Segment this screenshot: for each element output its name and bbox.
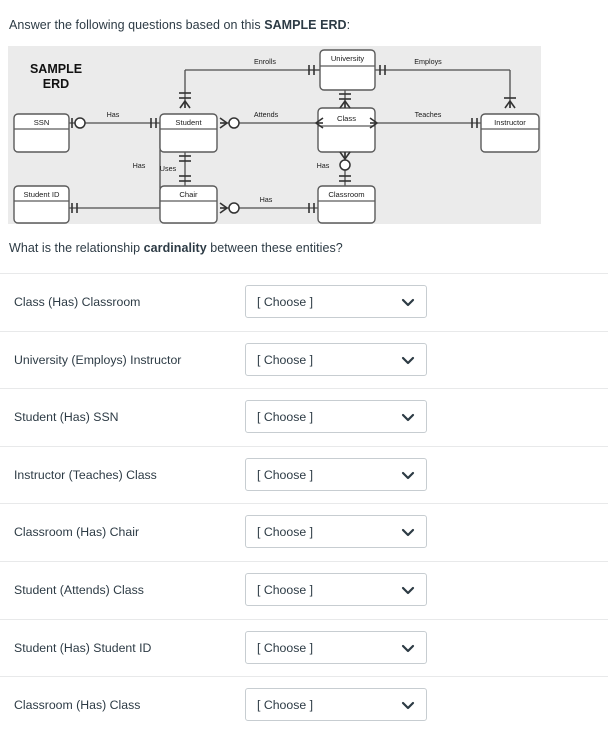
erd-cardinality-student-uses [179, 155, 191, 162]
cardinality-select-class-has-classroom[interactable]: [ Choose ] [245, 285, 427, 318]
answer-row-label: Instructor (Teaches) Class [14, 467, 157, 482]
erd-relationship-label: Teaches [415, 110, 442, 119]
erd-title-line-2: ERD [42, 77, 70, 91]
erd-diagram-panel: SAMPLE ERD .ebox { fill:#ffffff; stroke:… [8, 46, 541, 224]
answer-row-label: Classroom (Has) Chair [14, 525, 140, 540]
erd-relationship-label: Has [133, 161, 146, 170]
cardinality-select-value: [ Choose ] [257, 582, 314, 597]
erd-cardinality-class-attends [314, 117, 324, 129]
cardinality-select-classroom-has-chair[interactable]: [ Choose ] [245, 515, 427, 549]
answer-row: Student (Attends) Class [ Choose ] [0, 560, 608, 619]
erd-cardinality-university-class [339, 93, 351, 100]
erd-relationship-label: Has [260, 195, 273, 204]
cardinality-select-student-attends-class[interactable]: [ Choose ] [245, 572, 427, 606]
erd-cardinality-university-enrolls [308, 65, 315, 75]
intro-text-before: Answer the following questions based on … [9, 18, 265, 32]
cardinality-emphasis: cardinality [143, 241, 207, 255]
intro-text-after: : [346, 18, 351, 32]
erd-entity-label: Classroom [328, 190, 364, 199]
erd-entity-label: Student ID [24, 190, 60, 199]
erd-entity-label: Class [337, 114, 356, 123]
erd-entity-ssn: SSN [13, 113, 70, 153]
erd-cardinality-student-attends [219, 117, 240, 129]
erd-cardinality-student-has-ssn [150, 118, 157, 128]
answer-row: Student (Has) SSN [ Choose ] [0, 388, 608, 446]
cardinality-select-student-has-student-id[interactable]: [ Choose ] [245, 630, 427, 664]
cardinality-select-instructor-teaches-class[interactable]: [ Choose ] [245, 457, 427, 491]
answer-row-label: Student (Has) Student ID [14, 640, 152, 655]
chevron-down-icon [401, 584, 415, 597]
answer-rows-list: Class (Has) Classroom [ Choose ] Univers… [0, 273, 608, 738]
cardinality-select-value: [ Choose ] [257, 698, 314, 713]
erd-relationship-label: Has [107, 110, 120, 119]
chevron-down-icon [401, 411, 415, 424]
cardinality-select-value: [ Choose ] [257, 295, 314, 309]
erd-entity-label: Student [175, 118, 202, 127]
erd-cardinality-class-teaches [369, 117, 379, 129]
answer-row: Classroom (Has) Class [ Choose ] [0, 676, 608, 738]
erd-cardinality-instructor-teaches [471, 118, 478, 128]
erd-relationship-label: Uses [160, 164, 177, 173]
erd-entity-university: University [319, 49, 376, 91]
erd-cardinality-class-top [339, 99, 351, 109]
cardinality-question: What is the relationship cardinality bet… [9, 240, 343, 256]
erd-relationship-label: Employs [414, 57, 442, 66]
answer-row: Instructor (Teaches) Class [ Choose ] [0, 445, 608, 504]
erd-entity-class: Class [317, 107, 376, 153]
cardinality-select-value: [ Choose ] [257, 640, 314, 655]
erd-relationship-label: Attends [254, 110, 279, 119]
answer-row-label: Student (Attends) Class [14, 582, 144, 597]
erd-relationship-label: Enrolls [254, 57, 276, 66]
erd-cardinality-classroom-has-chair [308, 203, 315, 213]
cardinality-select-value: [ Choose ] [257, 525, 314, 540]
chevron-down-icon [401, 642, 415, 655]
cardinality-select-value: [ Choose ] [257, 467, 314, 482]
cardinality-text-after: between these entities? [206, 241, 343, 255]
answer-row-label: Class (Has) Classroom [14, 295, 141, 309]
erd-cardinality-student-enrolls [179, 92, 191, 109]
cardinality-select-student-has-ssn[interactable]: [ Choose ] [245, 400, 427, 434]
erd-relationship-label: Has [317, 161, 330, 170]
chevron-down-icon [401, 354, 415, 367]
cardinality-select-value: [ Choose ] [257, 352, 314, 367]
answer-row-label: Student (Has) SSN [14, 410, 119, 425]
cardinality-select-value: [ Choose ] [257, 410, 314, 425]
erd-cardinality-university-employs [379, 65, 386, 75]
answer-row-label: Classroom (Has) Class [14, 698, 141, 713]
intro-prompt: Answer the following questions based on … [9, 17, 350, 33]
erd-entity-label: SSN [34, 118, 50, 127]
erd-cardinality-class-has-classroom [339, 151, 351, 171]
erd-cardinality-classroom-top [339, 175, 351, 182]
erd-entity-label: Chair [179, 190, 198, 199]
chevron-down-icon [401, 699, 415, 712]
erd-cardinality-chair-has [219, 202, 240, 214]
erd-entity-instructor: Instructor [480, 113, 540, 153]
erd-svg: .ebox { fill:#ffffff; stroke:#5a5a5a; st… [13, 49, 540, 224]
answer-row-label: University (Employs) Instructor [14, 352, 182, 367]
chevron-down-icon [401, 469, 415, 482]
erd-entity-student-id: Student ID [13, 185, 70, 224]
answer-row: Student (Has) Student ID [ Choose ] [0, 618, 608, 677]
erd-entity-chair: Chair [159, 185, 218, 224]
erd-entity-label: University [331, 54, 365, 63]
erd-entity-student: Student [159, 113, 218, 153]
answer-row: Class (Has) Classroom [ Choose ] [0, 273, 608, 331]
erd-diagram-title: SAMPLE ERD [20, 62, 92, 92]
erd-cardinality-ssn-has [71, 117, 86, 129]
cardinality-select-university-employs-instructor[interactable]: [ Choose ] [245, 342, 427, 376]
erd-cardinality-instructor-employs [504, 97, 516, 109]
answer-row: University (Employs) Instructor [ Choose… [0, 330, 608, 389]
chevron-down-icon [401, 526, 415, 539]
cardinality-select-classroom-has-class[interactable]: [ Choose ] [245, 688, 427, 722]
erd-cardinality-chair-top [179, 175, 191, 182]
intro-emphasis: SAMPLE ERD [264, 18, 347, 32]
cardinality-text-before: What is the relationship [9, 241, 144, 255]
answer-row: Classroom (Has) Chair [ Choose ] [0, 503, 608, 561]
chevron-down-icon [401, 296, 415, 309]
erd-entity-label: Instructor [494, 118, 526, 127]
erd-cardinality-studentid-has [71, 203, 78, 213]
erd-title-line-1: SAMPLE [29, 62, 83, 76]
erd-entity-classroom: Classroom [317, 185, 376, 224]
